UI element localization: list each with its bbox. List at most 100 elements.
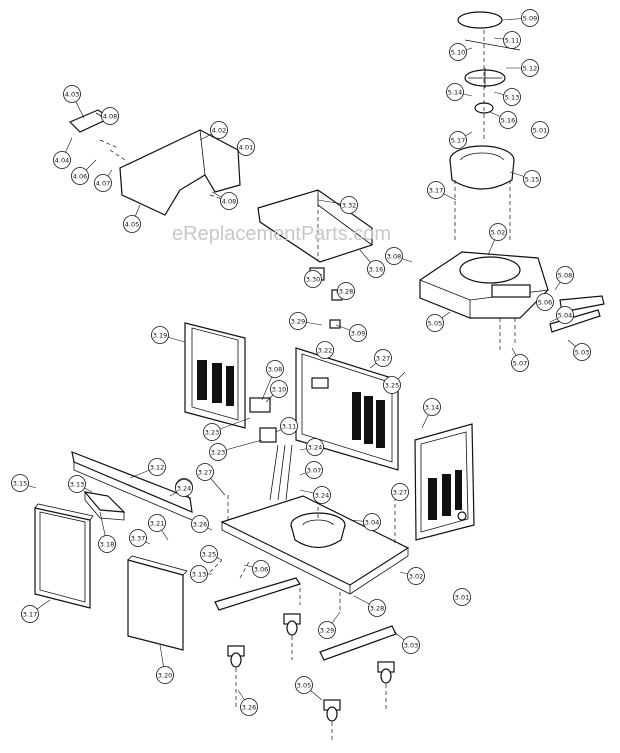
- part-callout: 3.08: [261, 360, 284, 401]
- callout-label: 5.07: [513, 360, 527, 368]
- part-callout: 5.12: [506, 59, 539, 77]
- callout-label: 5.03: [575, 349, 589, 357]
- callout-label: 3.24: [315, 492, 329, 500]
- callout-label: 5.09: [523, 15, 537, 23]
- callout-label: 4.01: [239, 144, 253, 152]
- callout-bubble: [237, 138, 255, 156]
- part-callout: 3.24: [299, 486, 331, 504]
- part-callout: 3.04: [349, 513, 381, 531]
- callout-bubble: [402, 636, 420, 654]
- callout-label: 3.22: [318, 347, 332, 355]
- part-callout: 3.13: [68, 475, 93, 493]
- callout-label: 3.06: [254, 566, 268, 574]
- callout-label: 5.06: [538, 299, 552, 307]
- callout-bubble: [385, 247, 403, 265]
- callout-bubble: [305, 461, 323, 479]
- callout-bubble: [556, 266, 574, 284]
- part-callout: 5.02: [487, 223, 507, 256]
- part-callout: 3.02: [399, 567, 425, 585]
- callout-label: 3.29: [291, 318, 305, 326]
- part-callout: 3.18: [98, 511, 116, 553]
- part-callout: 3.07: [299, 461, 323, 479]
- part-callout: 5.06: [536, 293, 554, 311]
- part-callout: 3.37: [129, 529, 151, 547]
- callout-bubble: [531, 121, 549, 139]
- part-callout: 5.07: [511, 347, 529, 372]
- callout-bubble: [71, 167, 89, 185]
- part-callout: 3.20: [156, 644, 174, 684]
- hood-cover-assembly: [68, 109, 241, 216]
- callout-bubble: [426, 314, 444, 332]
- callout-label: 3.18: [100, 541, 114, 549]
- callout-bubble: [98, 535, 116, 553]
- base-plate: [220, 495, 410, 595]
- callout-label: 5.17: [451, 137, 465, 145]
- callout-bubble: [499, 111, 517, 129]
- callout-bubble: [521, 59, 539, 77]
- callout-bubble: [295, 676, 313, 694]
- part-callout: 5.17: [449, 131, 473, 149]
- part-callout: 5.08: [554, 266, 574, 291]
- callout-bubble: [449, 43, 467, 61]
- callout-bubble: [349, 324, 367, 342]
- callout-bubble: [367, 260, 385, 278]
- callout-bubble: [240, 698, 258, 716]
- callout-label: 4.03: [65, 91, 79, 99]
- callout-label: 5.10: [451, 49, 465, 57]
- callout-bubble: [270, 380, 288, 398]
- callout-bubble: [203, 423, 221, 441]
- part-callout: 3.17: [21, 599, 51, 623]
- callout-label: 3.37: [131, 535, 145, 543]
- callout-label: 4.04: [55, 157, 69, 165]
- part-callout: 5.15: [509, 170, 541, 188]
- callout-label: 3.17: [429, 187, 443, 195]
- callout-bubble: [489, 223, 507, 241]
- front-door-right: [127, 555, 188, 651]
- callout-bubble: [156, 666, 174, 684]
- callout-label: 3.27: [393, 489, 407, 497]
- part-callout: 3.01: [453, 588, 471, 606]
- part-callout: 3.15: [11, 474, 37, 492]
- callout-label: 3.20: [158, 672, 172, 680]
- callout-bubble: [63, 85, 81, 103]
- callout-bubble: [536, 293, 554, 311]
- callout-bubble: [337, 282, 355, 300]
- callout-label: 5.14: [448, 89, 462, 97]
- callout-bubble: [453, 588, 471, 606]
- callout-bubble: [446, 83, 464, 101]
- callout-label: 5.12: [523, 65, 537, 73]
- part-callout: 3.24: [169, 479, 193, 497]
- part-callout: 3.09: [335, 324, 367, 342]
- callout-bubble: [200, 545, 218, 563]
- part-callout: 5.14: [446, 83, 473, 101]
- callout-bubble: [318, 621, 336, 639]
- callout-bubble: [523, 170, 541, 188]
- callout-label: 3.23: [205, 429, 219, 437]
- callout-bubble: [503, 31, 521, 49]
- callout-label: 3.10: [272, 386, 286, 394]
- callout-label: 3.32: [342, 202, 356, 210]
- callout-label: 4.08: [103, 113, 117, 121]
- callout-label: 3.30: [306, 276, 320, 284]
- callout-label: 3.21: [150, 520, 164, 528]
- callout-label: 4.06: [73, 173, 87, 181]
- callout-label: 5.08: [558, 272, 572, 280]
- part-callout: 5.16: [489, 111, 517, 129]
- callout-bubble: [210, 121, 228, 139]
- part-callout: 3.23: [209, 439, 263, 461]
- callout-label: 3.04: [365, 519, 379, 527]
- callout-bubble: [511, 354, 529, 372]
- part-callout: 3.26: [191, 515, 213, 533]
- callout-bubble: [289, 312, 307, 330]
- part-callout: 4.04: [53, 137, 73, 169]
- callout-label: 5.04: [558, 312, 572, 320]
- part-callout: 5.11: [493, 31, 521, 49]
- callout-bubble: [151, 326, 169, 344]
- part-callout: 3.25: [383, 371, 406, 394]
- callout-label: 3.27: [198, 469, 212, 477]
- part-callout: 4.08: [211, 191, 238, 210]
- callout-bubble: [11, 474, 29, 492]
- callout-bubble: [101, 107, 119, 125]
- callout-label: 3.11: [282, 423, 296, 431]
